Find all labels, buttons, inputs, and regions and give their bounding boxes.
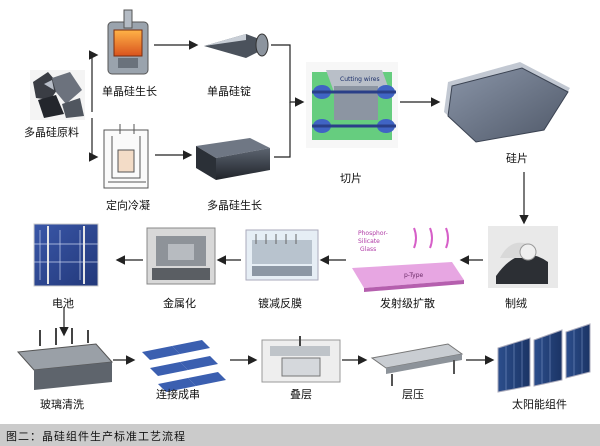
arrow-raw-to-poly <box>88 118 99 162</box>
label-cutting: 切片 <box>340 172 362 185</box>
inset-glass: Glass <box>360 246 377 253</box>
emitter-diffusion-image <box>352 227 464 292</box>
label-metallization: 金属化 <box>163 297 196 310</box>
inset-silicate: Silicate <box>358 238 380 245</box>
label-glass-cleaning: 玻璃清洗 <box>40 398 84 411</box>
label-module: 太阳能组件 <box>512 398 567 411</box>
layup-image <box>261 336 341 383</box>
texturing-image <box>488 226 558 288</box>
label-texturing: 制绒 <box>505 297 527 310</box>
mono-ingot-image <box>204 33 269 58</box>
cutting-image <box>306 62 398 148</box>
label-layup: 叠层 <box>290 388 312 401</box>
label-lamination: 层压 <box>402 388 424 401</box>
arrow-ingot-to-cut <box>271 44 305 107</box>
poly-raw-image <box>30 70 85 120</box>
label-emitter-diffusion: 发射级扩散 <box>380 297 435 310</box>
poly-block-image <box>196 138 270 180</box>
ar-coating-image <box>245 229 319 281</box>
label-poly-raw: 多晶硅原料 <box>24 126 79 139</box>
inset-phosphor: Phosphor- <box>358 230 388 237</box>
label-stringing: 连接成串 <box>156 388 200 401</box>
figure-caption: 图二：晶硅组件生产标准工艺流程 <box>6 430 186 443</box>
lamination-image <box>370 343 464 386</box>
arrow-block-to-cut <box>274 102 291 158</box>
label-mono-ingot: 单晶硅锭 <box>207 85 251 98</box>
flow-arrows <box>59 40 529 365</box>
figure-caption-bar: 图二：晶硅组件生产标准工艺流程 <box>0 424 600 446</box>
label-wafer: 硅片 <box>506 152 528 165</box>
stringing-image <box>142 340 226 392</box>
solar-module-image <box>497 323 591 393</box>
label-cell: 电池 <box>52 297 74 310</box>
label-poly-growth: 多晶硅生长 <box>207 199 262 212</box>
wafer-image <box>444 62 570 143</box>
label-mono-growth: 单晶硅生长 <box>102 85 157 98</box>
mono-furnace-image <box>107 9 149 75</box>
label-directional: 定向冷凝 <box>106 199 150 212</box>
inset-cutting-wires: Cutting wires <box>340 76 380 83</box>
arrow-raw-to-mono <box>88 50 99 112</box>
label-ar-coating: 镀减反膜 <box>258 297 302 310</box>
directional-solidification-image <box>103 124 149 189</box>
diagram-canvas <box>16 9 591 393</box>
inset-ptype: p-Type <box>404 272 424 279</box>
glass-cleaning-image <box>16 328 114 390</box>
metallization-image <box>146 227 216 285</box>
solar-cell-image <box>33 223 99 287</box>
